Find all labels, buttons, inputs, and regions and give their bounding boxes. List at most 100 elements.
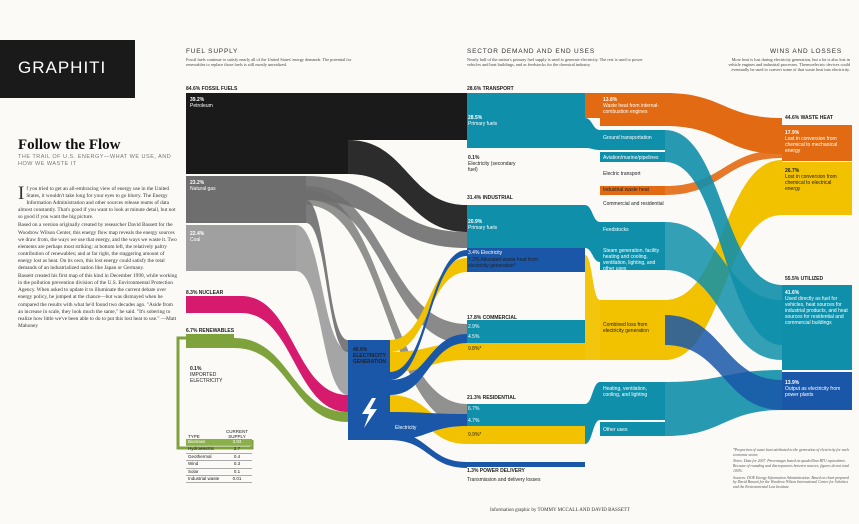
industrial-primary-pct: 20.9% — [468, 219, 483, 225]
petroleum-band — [186, 93, 348, 174]
engine-waste-pct: 13.8% — [603, 97, 618, 103]
util-used-pct: 41.6% — [785, 290, 800, 296]
drop-cap: I — [18, 183, 25, 204]
engine-waste-label: Waste heat from internal-combustion engi… — [603, 103, 659, 115]
petroleum-to-transport-flow — [348, 93, 467, 140]
transport-elec-pct: 0.1% — [468, 155, 480, 161]
table-cell: 0.01 — [232, 475, 242, 481]
table-cell: 0.1 — [233, 468, 241, 474]
renewables-band — [186, 334, 234, 348]
engine-waste-flow — [585, 93, 600, 118]
commercial-waste-band — [467, 343, 585, 360]
commercial-part: 9.8%* — [468, 346, 482, 352]
residential-part: 9.9%* — [468, 432, 482, 438]
to-electrical-loss-flow — [665, 160, 782, 360]
elec-to-power-delivery-flow — [390, 432, 467, 468]
table-cell: Biomass — [188, 439, 206, 444]
other-uses-label: Other uses — [603, 427, 628, 433]
transport-primary-band — [467, 93, 585, 148]
industrial-waste-node — [600, 186, 665, 195]
gas-pct: 23.2% — [190, 180, 205, 186]
imported-label: IMPORTED ELECTRICITY — [190, 372, 223, 384]
nuclear-label: 8.3% NUCLEAR — [186, 290, 224, 296]
ground-flow — [585, 118, 600, 150]
table-cell: 0.4 — [233, 453, 241, 459]
gas-to-industrial-flow — [306, 176, 467, 248]
electrical-loss-node — [782, 162, 852, 215]
residential-label: 21.3% RESIDENTIAL — [467, 395, 516, 401]
nuclear-band — [186, 296, 241, 313]
gas-to-commercial-flow — [306, 186, 467, 344]
feedstock-node — [600, 222, 665, 270]
heating-node — [600, 382, 665, 420]
combined-loss-label: Combined loss from electricity generatio… — [603, 322, 649, 334]
residential-part: 6.7% — [468, 406, 480, 412]
lightning-bolt-icon — [362, 398, 377, 428]
util-output-label: Output as electricity from power plants — [785, 386, 841, 398]
coal-pct: 22.4% — [190, 231, 205, 237]
feedstocks-label: Feedstocks — [603, 227, 629, 233]
petroleum-to-industrial-flow — [348, 140, 467, 232]
wins-losses-heading: WINS AND LOSSES — [770, 48, 842, 55]
petroleum-label: Petroleum — [190, 103, 213, 109]
table-cell: Geothermal — [188, 453, 212, 459]
elecgen-label: 40.6%ELECTRICITY GENERATION — [353, 347, 386, 365]
loss-mech-label: Lost in conversion from chemical to mech… — [785, 136, 837, 154]
residential-primary-band — [467, 404, 585, 426]
utilized-node — [782, 285, 852, 370]
power-delivery-sub: Transmission and delivery losses — [467, 477, 541, 483]
comm-res-label: Commercial and residential — [603, 201, 664, 207]
graphic-credit: Information graphic by TOMMY MCCALL AND … — [490, 508, 630, 513]
industrial-end-flow — [585, 205, 600, 262]
wins-losses-intro: More heat is lost during electricity gen… — [728, 57, 850, 73]
transport-primary-label: Primary fuels — [468, 121, 498, 127]
industrial-heat-loss-flow — [665, 150, 782, 195]
coal-band — [186, 225, 296, 271]
petroleum-pct: 39.2% — [190, 97, 205, 103]
transport-primary-pct: 28.5% — [468, 115, 483, 121]
commercial-label: 17.8% COMMERCIAL — [467, 315, 518, 321]
residential-part: 4.7% — [468, 418, 480, 424]
industrial-waste-label: Industrial waste heat — [603, 187, 649, 193]
aviation-label: Aviation/marine/pipelines — [603, 155, 659, 161]
fossil-label: 84.6% FOSSIL FUELS — [186, 86, 238, 92]
section-banner: GRAPHITI — [0, 40, 135, 98]
transport-elec-label: Electricity (secondary fuel) — [468, 161, 516, 173]
combined-loss-flow — [585, 255, 600, 360]
heating-flow — [585, 382, 600, 444]
electricity-label: Electricity — [395, 425, 417, 431]
footnote: Notes: Data for 2007. Percentages based … — [733, 459, 850, 473]
sector-demand-heading: SECTOR DEMAND AND END USES — [467, 48, 595, 55]
other-uses-node — [600, 422, 665, 436]
industrial-primary-band — [467, 205, 585, 248]
table-cell: Industrial waste — [188, 475, 220, 481]
table-row: Biomass 3.83 — [186, 439, 252, 447]
table-cell: 3.83 — [232, 439, 242, 444]
heating-label: Heating, ventilation, cooling, and light… — [603, 386, 648, 398]
steam-label: Steam generation, facility heating and c… — [603, 248, 660, 272]
elec-to-commercial-flow — [390, 334, 467, 395]
waste-heat-label: 44.6% WASTE HEAT — [785, 115, 833, 121]
transport-label: 28.6% TRANSPORT — [467, 86, 514, 92]
coal-label: Coal — [190, 237, 201, 243]
elec-to-industrial-flow — [390, 250, 467, 380]
table-cell: 0.3 — [233, 461, 241, 467]
util-output-pct: 13.9% — [785, 380, 800, 386]
power-delivery-band — [467, 462, 585, 467]
footnote: Sources: DOE Energy Information Administ… — [733, 475, 849, 489]
industrial-primary-label: Primary fuels — [468, 225, 498, 231]
ground-label: Ground transportation — [603, 135, 652, 141]
to-output-flow — [665, 315, 782, 410]
page-title: Follow the Flow — [18, 137, 121, 153]
industrial-label: 31.4% INDUSTRIAL — [467, 195, 513, 201]
nuclear-to-electricity-flow — [241, 296, 348, 412]
commercial-part: 2.9% — [468, 324, 480, 330]
